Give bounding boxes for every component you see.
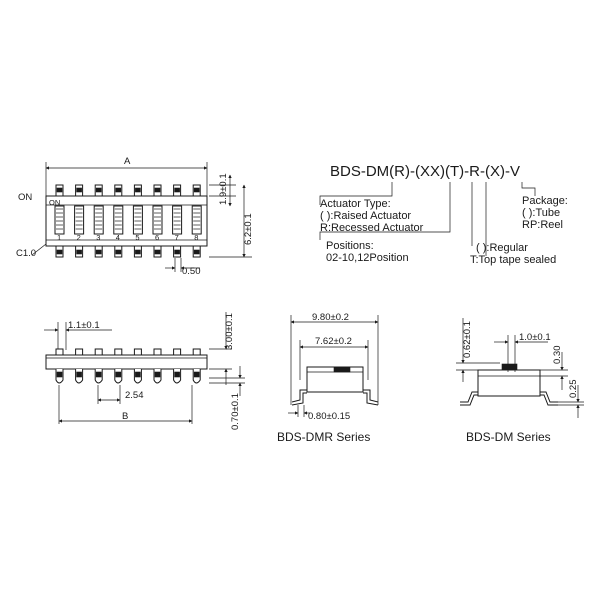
dm-body	[477, 369, 541, 397]
dim-0-30-label: 0.30	[552, 346, 563, 365]
dim-1-0-label: 1.0±0.1	[519, 332, 551, 343]
bottom-pin-solder	[115, 249, 122, 255]
bottom-pin-solder	[154, 249, 161, 255]
regular-label: ( ):Regular	[476, 242, 528, 254]
dim-b-label: B	[122, 411, 128, 422]
top-pin-solder	[154, 187, 161, 193]
side-actuator	[55, 348, 64, 356]
side-actuator	[153, 348, 162, 356]
side-actuator	[133, 348, 142, 356]
position-number: 1	[57, 233, 61, 242]
part-code: BDS-DM(R)-(XX)(T)-R-(X)-V	[330, 163, 520, 180]
bottom-pin-solder	[193, 249, 200, 255]
side-pin-solder	[95, 371, 102, 378]
dim-2-54-label: 2.54	[125, 390, 144, 401]
switch-array: 1 2 3 4 5 6 7 8	[54, 184, 202, 258]
package-reel: RP:Reel	[522, 219, 563, 231]
position-number: 2	[77, 233, 81, 242]
top-pin-solder	[174, 187, 180, 193]
dim-1-9-label: 1.9±0.1	[218, 173, 229, 205]
side-pin-array	[55, 369, 201, 384]
package-tube: ( ):Tube	[522, 207, 560, 219]
position-number: 4	[116, 233, 120, 242]
dm-caption: BDS-DM Series	[466, 430, 551, 444]
side-actuator-array	[55, 348, 201, 356]
switch-slot	[191, 205, 202, 235]
dim-0-50-label: 0.50	[182, 266, 201, 277]
dm-actuator	[501, 363, 518, 371]
side-actuator	[192, 348, 201, 356]
switch-slot	[172, 205, 183, 235]
top-pin-solder	[95, 187, 102, 193]
top-view: A ON ON 1 2 3 4 5 6 7 8 1.9±0.1 6.2±0.1 C1.0 0.…	[16, 156, 254, 277]
dmr-caption: BDS-DMR Series	[277, 430, 370, 444]
switch-slot	[93, 205, 104, 235]
top-pin-solder	[115, 187, 122, 193]
on-small-label: ON	[49, 198, 60, 207]
switch-slot	[54, 205, 65, 235]
on-label: ON	[18, 192, 32, 203]
position-number: 7	[175, 233, 179, 242]
dim-7-62-label: 7.62±0.2	[315, 336, 352, 347]
package-title: Package:	[522, 195, 568, 207]
positions-title: Positions:	[326, 240, 374, 252]
side-pin-solder	[56, 371, 63, 378]
switch-slot	[113, 205, 124, 235]
side-view: 1.1±0.1 3.00±0.1 0.70±0.1 2.54 B	[44, 312, 245, 430]
part-code-block: BDS-DM(R)-(XX)(T)-R-(X)-V Actuator Type:…	[319, 163, 568, 266]
bottom-pin-solder	[174, 249, 180, 255]
top-pin-solder	[56, 187, 63, 193]
dim-a-label: A	[124, 156, 131, 167]
dim-1-1-label: 1.1±0.1	[68, 320, 100, 331]
dim-0-25-label: 0.25	[568, 380, 579, 399]
dmr-view: 9.80±0.2 7.62±0.2 0.80±0.15 BDS-DMR Seri…	[277, 312, 379, 444]
bottom-pin-solder	[56, 249, 63, 255]
bottom-pin-solder	[135, 249, 141, 255]
actuator-raised: ( ):Raised Actuator	[320, 210, 411, 222]
dim-0-62-label: 0.62±0.1	[462, 321, 473, 358]
dim-6-2-label: 6.2±0.1	[243, 213, 254, 245]
dim-0-70-label: 0.70±0.1	[230, 393, 241, 430]
switch-slot	[132, 205, 143, 235]
dim-9-80-label: 9.80±0.2	[312, 312, 349, 323]
positions-range: 02-10,12Position	[326, 252, 409, 264]
position-number: 5	[135, 233, 139, 242]
side-pin-solder	[115, 371, 122, 378]
switch-slot	[74, 205, 85, 235]
dmr-actuator	[333, 366, 351, 373]
dim-0-80-label: 0.80±0.15	[308, 411, 350, 422]
position-number: 6	[155, 233, 159, 242]
side-pin-solder	[174, 371, 180, 378]
side-actuator	[75, 348, 84, 356]
bottom-pin-solder	[76, 249, 82, 255]
position-number: 8	[194, 233, 198, 242]
side-pin-solder	[76, 371, 82, 378]
side-actuator	[114, 348, 123, 356]
position-number: 3	[96, 233, 100, 242]
switch-body	[45, 195, 208, 247]
side-pin-solder	[135, 371, 141, 378]
top-pin-solder	[135, 187, 141, 193]
top-pin-solder	[193, 187, 200, 193]
side-pin-solder	[193, 371, 200, 378]
actuator-recessed: R:Recessed Actuator	[320, 222, 424, 234]
side-pin-solder	[154, 371, 161, 378]
side-actuator	[173, 348, 182, 356]
actuator-title: Actuator Type:	[320, 198, 391, 210]
corner-label: C1.0	[16, 248, 36, 259]
dim-3-00-label: 3.00±0.1	[224, 313, 235, 350]
top-pin-solder	[76, 187, 82, 193]
dm-view: 1.0±0.1 0.62±0.1 0.30 0.25 BDS-DM Series	[456, 318, 584, 444]
tape-label: T:Top tape sealed	[470, 254, 556, 266]
bottom-pin-solder	[95, 249, 102, 255]
switch-slot	[152, 205, 163, 235]
side-actuator	[94, 348, 103, 356]
